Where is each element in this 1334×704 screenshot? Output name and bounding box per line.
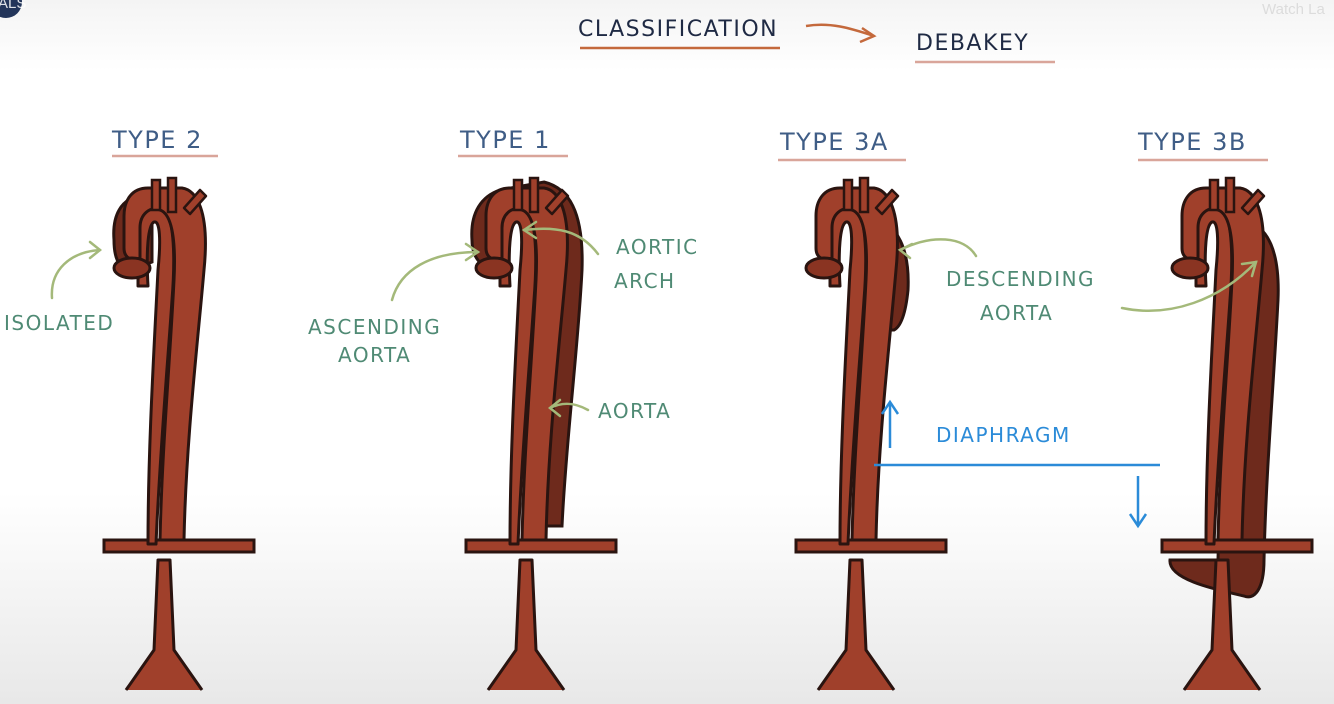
diaphragm-up-arrow-head — [880, 399, 900, 415]
arrow-arch — [522, 227, 600, 256]
channel-badge-text: ALS — [0, 0, 26, 12]
arrow-aorta-head — [547, 398, 562, 418]
label-isolated: ISOLATED — [4, 311, 114, 335]
heading-type-3a: TYPE 3A — [779, 128, 889, 156]
arrow-isolated-head — [88, 240, 103, 260]
aorta-type-2 — [102, 176, 256, 692]
label-ascending: ASCENDING — [308, 315, 441, 339]
label-ascending-aorta: AORTA — [338, 343, 411, 367]
annotation-arrows — [50, 220, 1258, 418]
aorta-type-3b — [1160, 176, 1314, 692]
label-descending: DESCENDING — [946, 267, 1095, 291]
arrow-ascending — [390, 250, 480, 302]
label-aorta: AORTA — [598, 399, 671, 423]
arrow-ascending-head — [464, 242, 481, 262]
diaphragm-down-arrow-head — [1128, 513, 1148, 529]
debakey-title: DEBAKEY — [916, 31, 1029, 56]
arrow-arch-head — [521, 220, 538, 240]
aorta-type-3a — [794, 176, 948, 692]
heading-type-1: TYPE 1 — [459, 126, 551, 154]
diaphragm-marker — [874, 399, 1160, 529]
arrow-descending-3b — [1120, 260, 1258, 312]
heading-type-3b: TYPE 3B — [1137, 128, 1247, 156]
label-diaphragm: DIAPHRAGM — [936, 423, 1071, 447]
watch-later-text[interactable]: Watch La — [1262, 1, 1325, 18]
title-arrow-head — [859, 26, 877, 44]
heading-type-2: TYPE 2 — [111, 126, 203, 154]
arrow-isolated — [50, 248, 102, 300]
label-arch: ARCH — [614, 269, 676, 293]
label-aortic: AORTIC — [616, 235, 699, 259]
title-arrow — [805, 23, 875, 38]
arrow-descending-3a — [898, 238, 978, 258]
arrow-descending-3a-head — [897, 242, 914, 260]
classification-title: CLASSIFICATION — [578, 17, 778, 42]
aorta-type-1 — [464, 176, 618, 692]
channel-logo — [0, 0, 22, 18]
label-descending-aorta: AORTA — [980, 301, 1053, 325]
arrow-descending-3b-head — [1240, 260, 1258, 278]
